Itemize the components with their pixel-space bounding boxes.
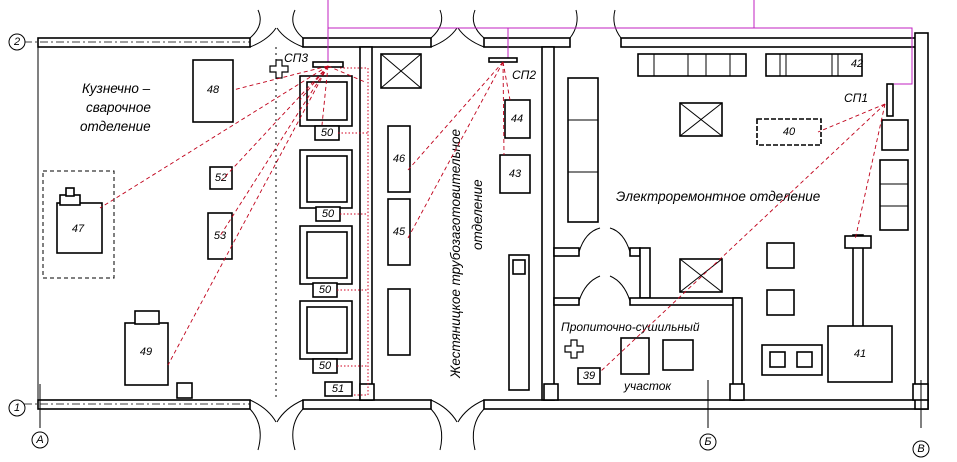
equipment-51-label: 51 bbox=[332, 383, 344, 395]
equipment-42-label: 42 bbox=[851, 58, 863, 70]
forge-section: 48 52 53 47 49 Кузнечно – сварочное отде… bbox=[42, 59, 289, 399]
small-box bbox=[176, 382, 193, 399]
axis-marker-a bbox=[31, 431, 49, 449]
equipment-39-label: 39 bbox=[583, 370, 595, 382]
panel-sp1 bbox=[886, 83, 894, 117]
forge-title-1: Кузнечно – bbox=[82, 81, 151, 96]
equipment-40-label: 40 bbox=[783, 126, 796, 138]
equipment-47-label: 47 bbox=[72, 223, 85, 235]
equipment-50-d-label: 50 bbox=[319, 360, 332, 372]
equipment-45 bbox=[387, 198, 411, 266]
equipment-53 bbox=[207, 212, 233, 260]
equipment-41 bbox=[827, 325, 893, 383]
cable-routes bbox=[99, 61, 886, 396]
equipment-47-zone bbox=[42, 170, 115, 279]
axis-marker-v bbox=[912, 440, 930, 458]
equipment-53-label: 53 bbox=[214, 230, 227, 242]
forge-title-2: сварочное bbox=[86, 100, 151, 115]
axis-label-a: А bbox=[35, 434, 43, 446]
equipment-47-cap bbox=[65, 187, 75, 197]
equipment-45-label: 45 bbox=[393, 226, 406, 238]
electro-section: 42 40 СП1 Электроремонтное отделение 41 bbox=[508, 53, 909, 393]
axis-label-1: 1 bbox=[14, 402, 20, 414]
equipment-50-c-label: 50 bbox=[319, 284, 332, 296]
equipment-48 bbox=[192, 59, 234, 123]
equipment-39 bbox=[577, 367, 601, 385]
tin-title-1: Жестяницкое трубозаготовительное bbox=[448, 129, 463, 379]
equipment-49 bbox=[124, 322, 169, 386]
impregnation-title: Пропиточно-сушильный bbox=[561, 320, 700, 334]
gates bbox=[249, 9, 631, 451]
equipment-52 bbox=[209, 166, 233, 190]
panel-sp2 bbox=[488, 57, 518, 63]
equipment-40 bbox=[756, 118, 822, 146]
feeder-lines bbox=[327, 0, 913, 85]
axis-label-2: 2 bbox=[13, 36, 20, 48]
equipment-51 bbox=[324, 381, 353, 397]
impregnation-title-2: участок bbox=[623, 379, 672, 393]
outer-walls bbox=[37, 32, 929, 410]
first-aid-icon bbox=[269, 59, 289, 79]
first-aid-icon-2 bbox=[564, 339, 584, 359]
equipment-43-label: 43 bbox=[509, 168, 522, 180]
furnace-column: 50 50 50 50 51 СП3 bbox=[284, 51, 353, 397]
panel-sp2-label: СП2 bbox=[512, 68, 536, 82]
forge-title-3: отделение bbox=[80, 119, 151, 134]
equipment-49-top bbox=[134, 310, 160, 325]
equipment-48-label: 48 bbox=[207, 84, 220, 96]
tin-shop: 46 45 44 43 СП2 Жестяницкое трубозаготов… bbox=[380, 53, 536, 379]
equipment-41-label: 41 bbox=[854, 348, 866, 360]
equipment-46-label: 46 bbox=[393, 153, 406, 165]
bench-tin bbox=[387, 288, 411, 356]
equipment-44 bbox=[504, 99, 531, 139]
panel-sp1-label: СП1 bbox=[844, 91, 868, 105]
grid-axes: 2 1 А Б В bbox=[8, 33, 930, 458]
axis-marker-2 bbox=[8, 33, 26, 51]
equipment-50-b-label: 50 bbox=[322, 208, 335, 220]
electro-title: Электроремонтное отделение bbox=[616, 189, 820, 204]
axis-label-v: В bbox=[917, 443, 924, 455]
equipment-49-label: 49 bbox=[140, 346, 152, 358]
equipment-50-a-label: 50 bbox=[321, 127, 334, 139]
tin-title-2: отделение bbox=[470, 179, 485, 250]
equipment-52-label: 52 bbox=[215, 172, 227, 184]
axis-marker-1 bbox=[8, 399, 26, 417]
equipment-43 bbox=[499, 154, 531, 194]
equipment-46 bbox=[387, 125, 411, 193]
panel-sp3-label: СП3 bbox=[284, 51, 308, 65]
equipment-44-label: 44 bbox=[511, 113, 523, 125]
axis-label-b: Б bbox=[704, 436, 711, 448]
axis-marker-b bbox=[699, 433, 717, 451]
